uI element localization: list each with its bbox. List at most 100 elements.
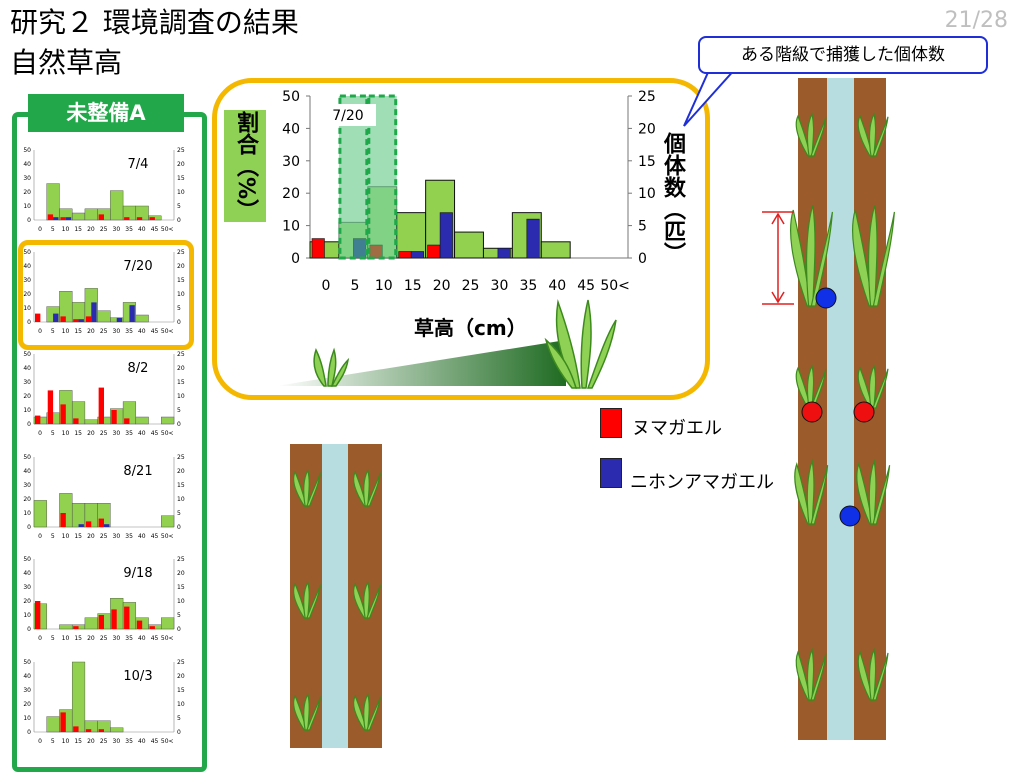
y2-tick-label: 0	[177, 626, 181, 633]
y2-tick-label: 25	[177, 147, 185, 154]
y2-tick-label: 15	[177, 379, 185, 386]
x-tick-label: 0	[322, 278, 331, 294]
left-axis-label: 割合（%）	[233, 110, 258, 222]
x-tick-label: 15	[74, 430, 82, 437]
x-tick-label: 25	[100, 430, 108, 437]
y2-tick-label: 20	[177, 161, 185, 168]
x-tick-label: 25	[100, 533, 108, 540]
y-tick-label: 50	[282, 89, 300, 105]
small-chart-title: 7/4	[128, 157, 149, 172]
y-tick-label: 0	[27, 524, 31, 531]
bar-numagaeru	[60, 217, 66, 220]
grass-blade	[868, 364, 877, 409]
y2-tick-label: 15	[177, 687, 185, 694]
y2-tick-label: 10	[177, 291, 185, 298]
x-tick-label: 5	[51, 635, 55, 642]
x-tick-label: 15	[74, 328, 82, 335]
bar-numagaeru	[85, 521, 92, 527]
y-tick-label: 0	[27, 421, 31, 428]
bar-numagaeru	[73, 319, 79, 322]
bar-nihonamagaeru	[104, 524, 110, 527]
y-tick-label: 30	[23, 584, 31, 591]
x-tick-label: 40	[138, 533, 146, 540]
x-tick-label: 10	[62, 430, 70, 437]
bar-numagaeru	[35, 601, 41, 629]
y-tick-label: 0	[27, 319, 31, 326]
y2-tick-label: 25	[177, 556, 185, 563]
bar-numagaeru	[47, 214, 54, 220]
x-tick-label: 10	[375, 278, 393, 294]
bar-numagaeru	[136, 217, 143, 220]
bar-nihonamageru	[439, 212, 453, 259]
x-tick-label: 40	[138, 226, 146, 233]
grass-blade	[806, 647, 815, 701]
x-tick-label: 40	[138, 738, 146, 745]
bar-numagaeru	[60, 404, 66, 424]
grass-blade	[303, 580, 310, 619]
bar-nihonamagaeru	[65, 217, 72, 220]
grass-blade	[868, 647, 877, 701]
bar-numagaeru	[47, 390, 54, 424]
grass-tufts	[292, 468, 381, 731]
grass-tuft	[857, 647, 889, 701]
y2-tick-label: 0	[177, 729, 181, 736]
tall-grass-icon	[544, 299, 617, 389]
grass-tuft	[857, 364, 889, 409]
grass-blade	[868, 112, 877, 157]
y-tick-label: 0	[291, 251, 300, 267]
grass-blade	[872, 652, 889, 701]
x-tick-label: 50<	[161, 430, 174, 437]
y-tick-label: 40	[23, 570, 31, 577]
y-tick-label: 20	[23, 496, 31, 503]
bar-numagaeru	[60, 316, 66, 322]
x-tick-label: 40	[138, 328, 146, 335]
x-tick-label: 10	[62, 226, 70, 233]
grass-tuft	[795, 112, 827, 157]
y2-tick-label: 0	[177, 217, 181, 224]
grass-tuft	[292, 692, 321, 731]
slide-title: 研究２ 環境調査の結果	[10, 6, 299, 39]
x-tick-label: 0	[38, 430, 42, 437]
bar-grass-ratio	[46, 716, 60, 733]
y-tick-label: 30	[23, 482, 31, 489]
highlight-dashed-border	[338, 94, 369, 260]
bar-numagaeru	[98, 387, 104, 424]
tall-grass-channel-illustration	[762, 78, 895, 740]
y-tick-label: 30	[282, 154, 300, 170]
y2-tick-label: 15	[177, 277, 185, 284]
x-tick-label: 20	[87, 635, 95, 642]
y2-tick-label: 10	[177, 189, 185, 196]
y-tick-label: 0	[27, 729, 31, 736]
y-tick-label: 10	[23, 715, 31, 722]
x-tick-label: 25	[100, 328, 108, 335]
grass-blade	[306, 584, 321, 619]
bar-numagaeru	[98, 615, 104, 629]
grass-blade	[306, 696, 321, 731]
x-tick-label: 45	[151, 533, 159, 540]
y-tick-label: 50	[23, 147, 31, 154]
grass-blade	[872, 116, 889, 157]
x-tick-label: 10	[62, 328, 70, 335]
x-tick-label: 20	[87, 328, 95, 335]
bar-grass-ratio	[135, 416, 149, 425]
x-tick-label: 20	[87, 430, 95, 437]
y2-tick-label: 20	[177, 570, 185, 577]
grass-tuft	[856, 458, 891, 525]
grass-tuft	[352, 580, 381, 619]
legend-label-nihonamagaeru: ニホンアマガエル	[630, 472, 774, 493]
bar-numagaeru	[98, 214, 104, 220]
x-tick-label: 30	[113, 635, 121, 642]
small-chart-title: 8/21	[123, 464, 152, 479]
y-tick-label: 10	[23, 203, 31, 210]
x-tick-label: 15	[74, 226, 82, 233]
y2-tick-label: 15	[177, 175, 185, 182]
y-tick-label: 30	[23, 379, 31, 386]
x-tick-label: 35	[125, 635, 133, 642]
bar-grass-ratio	[110, 727, 124, 733]
small-chart-title: 10/3	[123, 669, 152, 684]
y-tick-label: 10	[23, 407, 31, 414]
bar-nihonamagaeru	[53, 217, 59, 220]
y2-tick-label: 25	[177, 454, 185, 461]
